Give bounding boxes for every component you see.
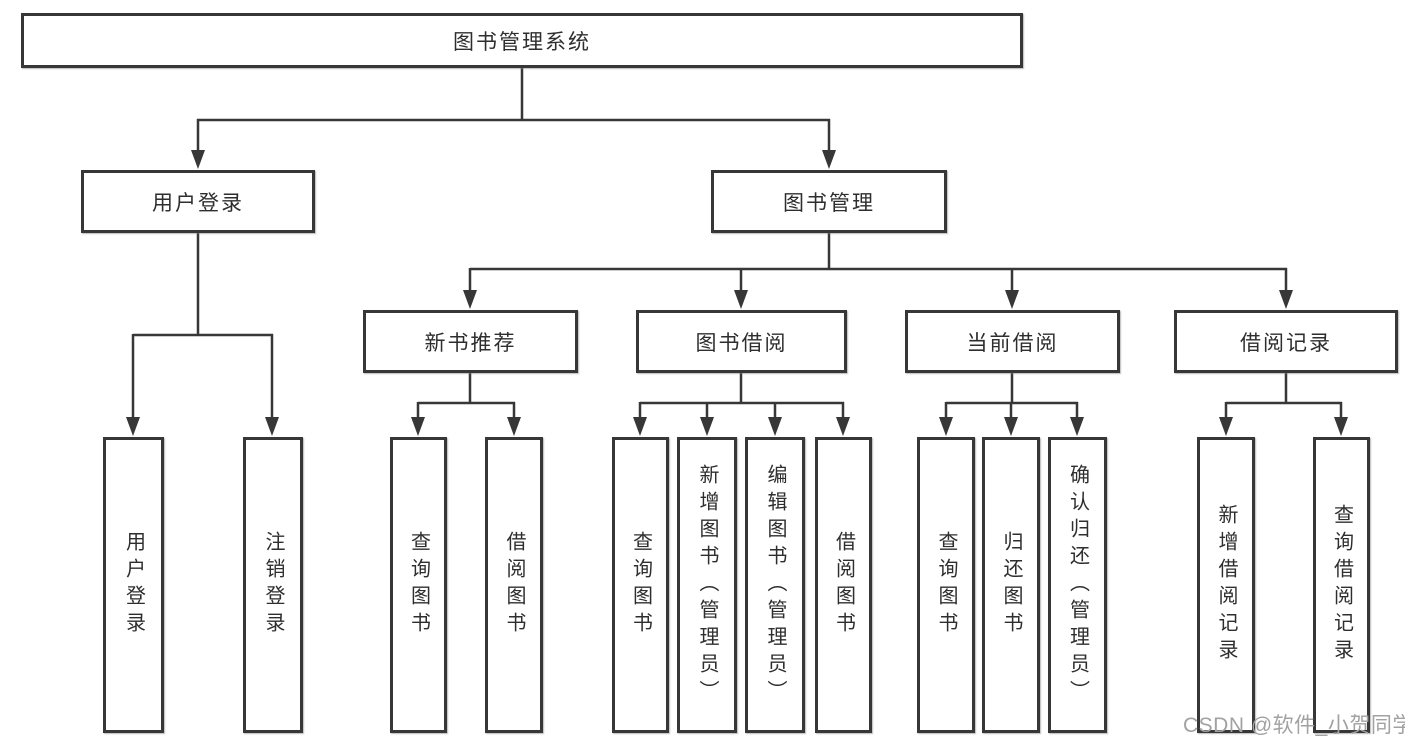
- leaf-borrow-books: 借阅图书: [815, 437, 872, 733]
- leaf-borrow-books-recommend: 借阅图书: [485, 437, 543, 733]
- arrow-down-icon: [822, 150, 836, 169]
- node-library-management-system: 图书管理系统: [21, 13, 1023, 68]
- arrow-down-icon: [1005, 290, 1019, 309]
- arrow-down-icon: [1334, 417, 1348, 436]
- connector-new-book-children: [416, 371, 516, 422]
- arrow-down-icon: [768, 417, 782, 436]
- arrow-down-icon: [463, 290, 477, 309]
- arrow-down-icon: [734, 290, 748, 309]
- node-book-borrowing: 图书借阅: [636, 310, 847, 373]
- leaf-query-books-current: 查询图书: [917, 437, 975, 733]
- leaf-query-borrow-record: 查询借阅记录: [1313, 437, 1370, 733]
- leaf-add-books-admin: 新增图书（管理员）: [677, 437, 737, 733]
- leaf-query-books-borrow: 查询图书: [612, 437, 669, 733]
- node-borrowing-records: 借阅记录: [1174, 310, 1398, 373]
- arrow-down-icon: [1004, 417, 1018, 436]
- node-new-book-recommendation: 新书推荐: [363, 310, 578, 373]
- connector-root-to-level2: [196, 66, 831, 155]
- leaf-user-login: 用户登录: [103, 437, 164, 733]
- arrow-down-icon: [700, 417, 714, 436]
- leaf-add-borrow-record: 新增借阅记录: [1197, 437, 1255, 733]
- leaf-logout: 注销登录: [243, 437, 303, 733]
- node-book-management: 图书管理: [711, 170, 947, 233]
- arrow-down-icon: [507, 417, 521, 436]
- node-user-login: 用户登录: [81, 170, 315, 233]
- csdn-watermark: CSDN @软件_小贺同学: [1183, 714, 1405, 737]
- connector-user-login-children: [131, 231, 274, 422]
- arrow-down-icon: [1219, 417, 1233, 436]
- connector-book-management-children: [468, 231, 1288, 294]
- arrow-down-icon: [939, 417, 953, 436]
- arrow-down-icon: [191, 150, 205, 169]
- arrow-down-icon: [265, 417, 279, 436]
- node-current-borrowing: 当前借阅: [905, 310, 1120, 373]
- connector-current-borrow-children: [944, 371, 1079, 422]
- arrow-down-icon: [633, 417, 647, 436]
- leaf-return-books: 归还图书: [982, 437, 1040, 733]
- arrow-down-icon: [411, 417, 425, 436]
- leaf-query-books-recommend: 查询图书: [390, 437, 447, 733]
- connector-borrow-record-children: [1224, 371, 1343, 422]
- arrow-down-icon: [1070, 417, 1084, 436]
- connector-book-borrow-children: [638, 371, 845, 422]
- leaf-confirm-return-admin: 确认归还（管理员）: [1048, 437, 1107, 733]
- leaf-edit-books-admin: 编辑图书（管理员）: [745, 437, 805, 733]
- arrow-down-icon: [126, 417, 140, 436]
- arrow-down-icon: [1279, 290, 1293, 309]
- arrowheads: [126, 150, 1348, 436]
- arrow-down-icon: [836, 417, 850, 436]
